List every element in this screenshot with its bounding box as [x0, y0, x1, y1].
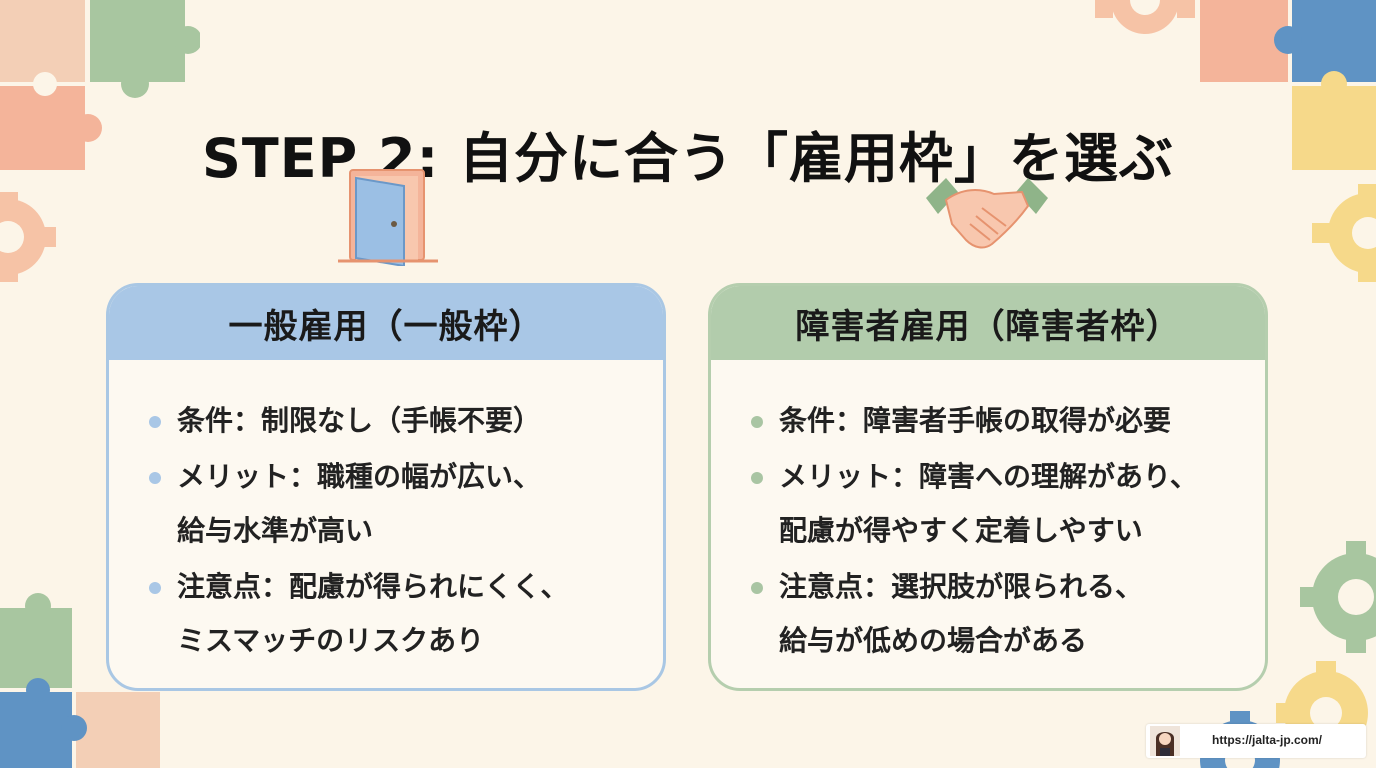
person-avatar	[1150, 726, 1180, 756]
door-icon	[338, 169, 438, 266]
list-item: 条件：障害者手帳の取得が必要	[751, 394, 1265, 448]
gear-decoration-left	[0, 192, 56, 282]
gear-decoration-right	[1312, 184, 1376, 282]
bullet-dot	[149, 582, 161, 594]
footer-badge: https://jalta-jp.com/	[1146, 724, 1366, 758]
bullet-dot	[149, 472, 161, 484]
disability-employment-card: 障害者雇用（障害者枠） 条件：障害者手帳の取得が必要 メリット：障害への理解があ…	[708, 283, 1268, 691]
item-line: 条件：制限なし（手帳不要）	[177, 404, 542, 437]
item-line: メリット：障害への理解があり、	[779, 460, 1198, 493]
disability-employment-heading: 障害者雇用（障害者枠）	[711, 286, 1265, 360]
disability-employment-list: 条件：障害者手帳の取得が必要 メリット：障害への理解があり、 配慮が得やすく定着…	[711, 360, 1265, 668]
footer-url-link[interactable]: https://jalta-jp.com/	[1212, 733, 1323, 747]
gear-decoration-top	[1095, 0, 1195, 34]
list-item: 注意点：選択肢が限られる、 給与が低めの場合がある	[751, 560, 1265, 668]
bullet-dot	[149, 416, 161, 428]
list-item: メリット：障害への理解があり、 配慮が得やすく定着しやすい	[751, 450, 1265, 558]
item-line: 注意点：配慮が得られにくく、	[177, 570, 569, 603]
puzzle-decoration-bottom-left	[0, 593, 160, 768]
item-line-continued: 配慮が得やすく定着しやすい	[779, 514, 1143, 547]
item-line-continued: ミスマッチのリスクあり	[177, 624, 485, 657]
item-line: メリット：職種の幅が広い、	[177, 460, 542, 493]
puzzle-decoration-top-left	[0, 0, 200, 170]
bullet-dot	[751, 582, 763, 594]
general-employment-list: 条件：制限なし（手帳不要） メリット：職種の幅が広い、 給与水準が高い 注意点：…	[109, 360, 663, 668]
bullet-dot	[751, 416, 763, 428]
page-title: STEP 2: 自分に合う「雇用枠」を選ぶ	[202, 127, 1174, 191]
list-item: メリット：職種の幅が広い、 給与水準が高い	[149, 450, 663, 558]
list-item: 注意点：配慮が得られにくく、 ミスマッチのリスクあり	[149, 560, 663, 668]
item-line: 条件：障害者手帳の取得が必要	[779, 404, 1172, 437]
item-line: 注意点：選択肢が限られる、	[779, 570, 1144, 603]
item-line-continued: 給与水準が高い	[177, 514, 374, 547]
general-employment-card: 一般雇用（一般枠） 条件：制限なし（手帳不要） メリット：職種の幅が広い、 給与…	[106, 283, 666, 691]
item-line-continued: 給与が低めの場合がある	[779, 624, 1088, 657]
bullet-dot	[751, 472, 763, 484]
general-employment-heading: 一般雇用（一般枠）	[109, 286, 663, 360]
handshake-icon	[926, 178, 1048, 249]
puzzle-decoration-top-right	[1200, 0, 1376, 170]
list-item: 条件：制限なし（手帳不要）	[149, 394, 663, 448]
